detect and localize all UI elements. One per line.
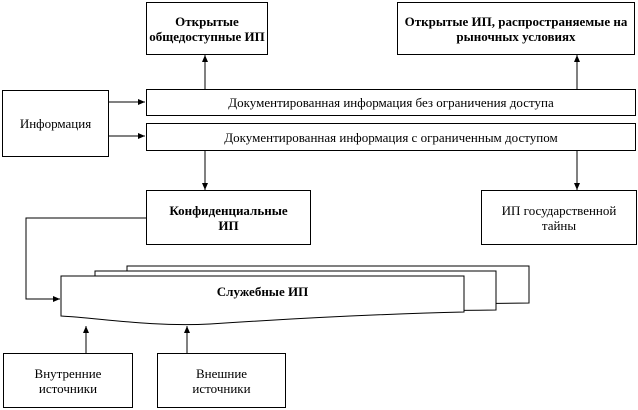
node-internal-sources: Внутренние источники xyxy=(3,353,133,408)
node-open-market-label: Открытые ИП, распространяемые на рыночны… xyxy=(404,13,628,44)
node-service: Служебные ИП xyxy=(61,280,464,304)
node-open-market: Открытые ИП, распространяемые на рыночны… xyxy=(397,2,635,55)
node-state-secret: ИП государственной тайны xyxy=(481,190,637,245)
node-confidential-label: Конфиденциальные ИП xyxy=(169,202,288,233)
node-state-secret-label: ИП государственной тайны xyxy=(501,202,617,233)
node-internal-sources-label: Внутренние источники xyxy=(34,365,102,396)
node-doc-unrestricted: Документированная информация без огранич… xyxy=(146,89,636,116)
node-confidential: Конфиденциальные ИП xyxy=(146,190,311,245)
node-open-public: Открытые общедоступные ИП xyxy=(146,2,268,55)
node-information-label: Информация xyxy=(19,116,92,131)
node-doc-restricted: Документированная информация с ограничен… xyxy=(146,123,636,151)
arrow-confidential-to-service xyxy=(25,217,146,302)
document-sheet-front xyxy=(60,275,465,326)
node-information: Информация xyxy=(2,90,109,157)
node-doc-unrestricted-label: Документированная информация без огранич… xyxy=(228,95,554,110)
node-doc-restricted-label: Документированная информация с ограничен… xyxy=(224,129,558,145)
node-external-sources-label: Внешние источники xyxy=(192,365,251,396)
node-service-label: Служебные ИП xyxy=(216,284,309,299)
node-open-public-label: Открытые общедоступные ИП xyxy=(149,13,265,44)
node-external-sources: Внешние источники xyxy=(157,353,286,408)
